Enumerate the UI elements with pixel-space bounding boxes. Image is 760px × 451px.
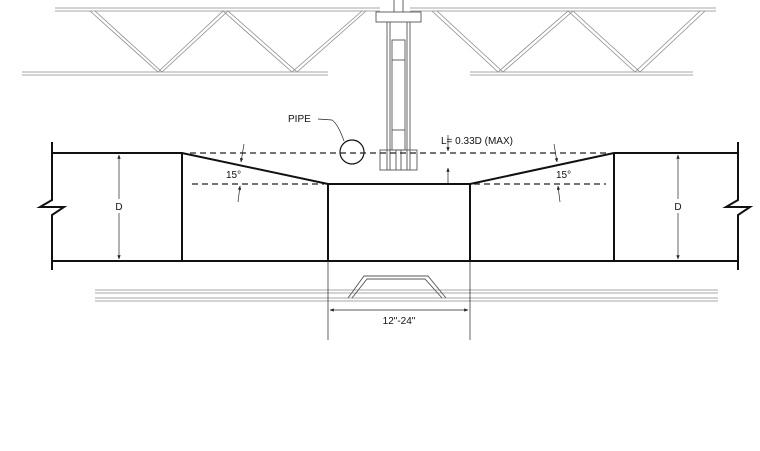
- angle-label-left: 15°: [226, 170, 241, 181]
- pipe-leader: [317, 118, 345, 142]
- length-callout: L= 0.33D (MAX): [441, 135, 513, 184]
- right-joist-truss: [410, 7, 716, 76]
- width-dimension: 12"-24": [327, 261, 471, 340]
- width-label: 12"-24": [383, 316, 416, 327]
- right-break-line: [722, 142, 754, 270]
- duct-outline: [52, 152, 738, 262]
- depth-label-left: D: [115, 202, 122, 213]
- pipe-circle: [339, 139, 365, 165]
- angle-callout-left: 15°: [226, 143, 245, 203]
- left-break-line: [36, 142, 68, 270]
- lower-joist: [95, 275, 718, 302]
- length-label: L= 0.33D (MAX): [441, 136, 513, 147]
- depth-dimension-right: D: [670, 154, 686, 260]
- depth-label-right: D: [674, 202, 681, 213]
- left-joist-truss: [22, 7, 380, 76]
- pipe-label: PIPE: [288, 114, 311, 125]
- angle-callout-right: 15°: [553, 143, 571, 203]
- angle-label-right: 15°: [556, 170, 571, 181]
- depth-dimension-left: D: [111, 154, 127, 260]
- vertical-girder: [375, 0, 422, 171]
